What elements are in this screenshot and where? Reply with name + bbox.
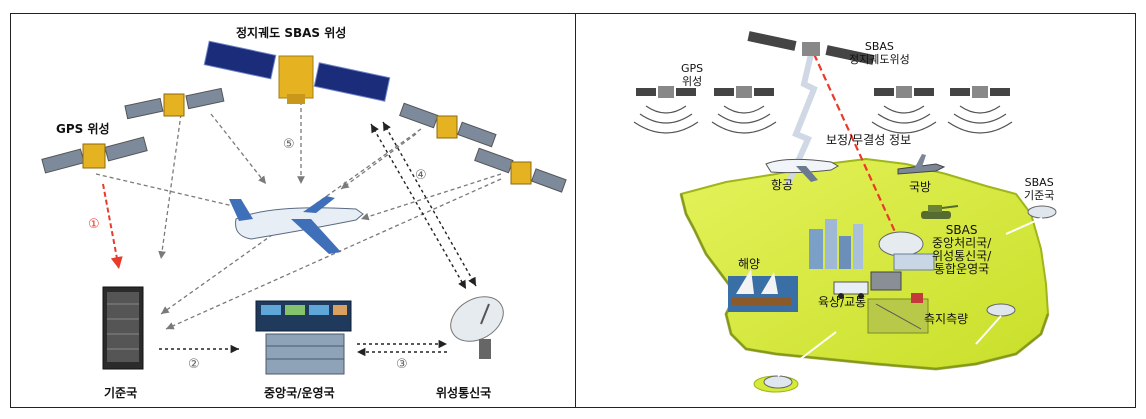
step-2-marker: ② [188,357,200,372]
sbas-geo-satellite-label: SBAS 정지궤도위성 [849,40,910,66]
sbas-korea-application-diagram: GPS 위성 SBAS 정지궤도위성 보정/무결성 정보 항공 국방 해양 육상… [576,13,1136,408]
gps-satellite-icon [636,86,696,98]
step-3-marker: ③ [396,357,408,372]
signal-bolt [785,53,818,186]
survey-label: 측지측량 [924,312,969,326]
left-diagram-canvas [41,40,567,375]
maritime-label: 해양 [738,257,761,271]
gps-signal-arcs [633,105,1013,134]
gps-satellite-icon [714,86,774,98]
gps-satellite-label: GPS 위성 [681,62,704,88]
reference-station-label: 기준국 [104,386,138,400]
survey-icon [867,293,929,334]
control-room-icon [255,300,352,375]
gps-satellite-icon [950,86,1010,98]
reference-station-icon [763,205,1057,389]
satellite-dish-icon [450,296,504,359]
defense-label: 국방 [909,180,932,194]
gps-satellite-icon [874,86,934,98]
gps-to-reference-arrow [102,183,123,270]
uplink-arrows [159,121,477,357]
sbas-architecture-diagram: 정지궤도 SBAS 위성 GPS 위성 기준국 중앙국/운영국 위성통신국 ① … [10,13,576,408]
sbas-geo-satellite-icon [747,31,875,65]
land-transport-icon [833,271,902,299]
step-1-marker: ① [88,217,100,232]
gps-satellite-icon [41,136,148,174]
fighter-jet-icon [897,154,946,175]
aviation-label: 항공 [771,178,794,192]
sbas-reference-station-label: SBAS 기준국 [1024,176,1055,202]
tank-icon [921,205,959,219]
central-station-cluster-icon [809,219,935,271]
gps-satellite-label: GPS 위성 [56,122,110,136]
geo-satellite-icon [203,40,391,104]
gps-satellite-icon [474,147,567,193]
uplink-station-label: 위성통신국 [436,386,492,400]
step-5-marker: ⑤ [283,137,295,152]
gps-satellite-icon [399,102,497,148]
reference-server-icon [102,286,144,370]
right-diagram-canvas [633,31,1057,393]
land-transport-label: 육상/교통 [818,295,867,309]
airplane-icon [229,196,364,254]
correction-integrity-label: 보정/무결성 정보 [826,133,912,147]
maritime-harbor-icon [728,269,798,312]
gps-satellite-icon [124,87,225,120]
step-4-marker: ④ [415,168,427,183]
aviation-airplane-icon [765,158,840,182]
central-station-label: 중앙국/운영국 [264,386,335,400]
geo-satellite-label: 정지궤도 SBAS 위성 [236,26,347,40]
sbas-central-station-label: SBAS 중앙처리국/ 위성통신국/ 통합운영국 [932,223,992,276]
